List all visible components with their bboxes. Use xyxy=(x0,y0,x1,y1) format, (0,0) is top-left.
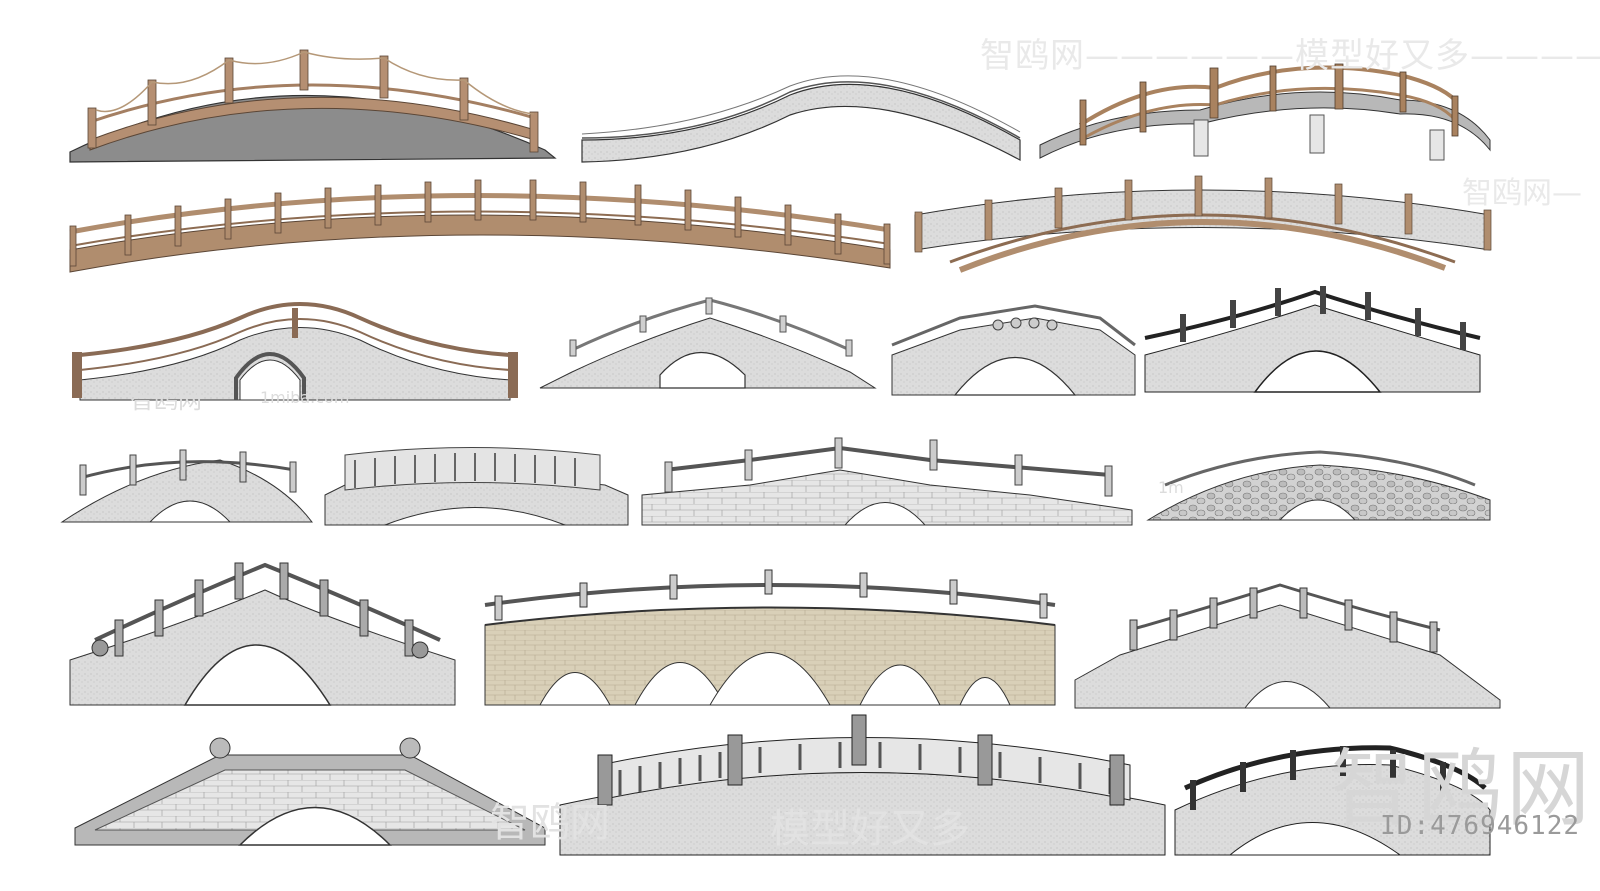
bridge-15-multi-arch-brick xyxy=(484,569,1056,706)
bridge-9-ornate-lattice-arch xyxy=(1144,286,1481,393)
bridge-4-long-wooden-rail xyxy=(69,179,891,273)
bridge-6-stone-arch-wood-rail xyxy=(72,302,518,401)
bridge-10-small-stone-rail-arch xyxy=(60,449,314,523)
bridge-3-wooden-wave-deck xyxy=(1039,63,1491,161)
bridge-16-stepped-stone-arch xyxy=(1074,583,1501,709)
bridge-1-wooden-arch-rope xyxy=(69,49,557,163)
bridge-18-ornate-baluster-arch xyxy=(559,714,1166,856)
bridge-2-curved-stone-walkway xyxy=(581,75,1021,163)
image-id-label: ID:476946122 xyxy=(1380,811,1580,841)
bridge-13-cobblestone-arch xyxy=(1146,450,1491,521)
bridge-12-brick-base-arch xyxy=(641,437,1133,526)
bridge-11-baluster-stone-arch xyxy=(324,447,629,526)
bridge-17-grey-stone-arch-scrolls xyxy=(74,737,546,846)
bridge-19-dark-rail-arch xyxy=(1174,745,1491,856)
bridge-5-stone-rail-wood-beams xyxy=(914,175,1492,273)
bridge-8-carved-stone-arch xyxy=(891,304,1136,396)
bridge-7-white-stone-arch xyxy=(539,297,877,389)
bridge-14-large-stone-arch-posts xyxy=(69,562,456,706)
